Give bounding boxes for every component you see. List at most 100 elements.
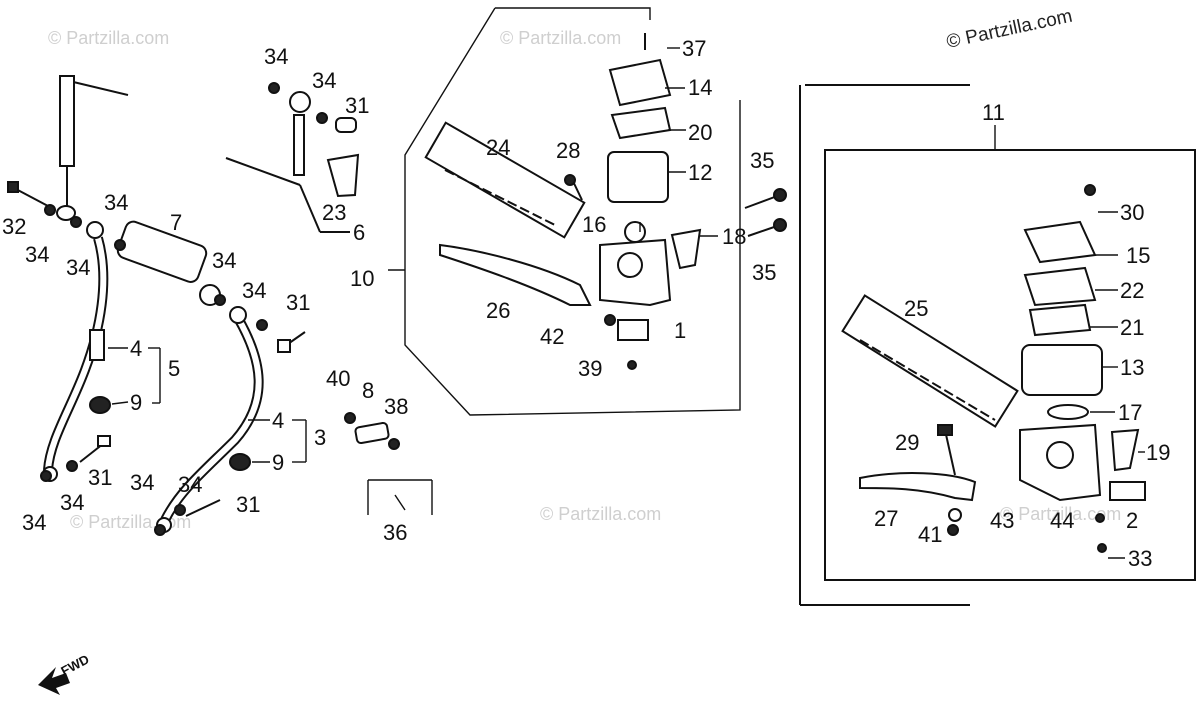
label-43: 43 bbox=[990, 508, 1014, 533]
label-33: 33 bbox=[1128, 546, 1152, 571]
forward-direction-indicator: FWD bbox=[38, 652, 92, 695]
bracket-18 bbox=[670, 228, 702, 270]
label-36: 36 bbox=[383, 520, 407, 545]
hose-clamp-right bbox=[229, 453, 270, 471]
label-9: 9 bbox=[130, 390, 142, 415]
copyright-notice: © Partzilla.com bbox=[945, 6, 1075, 53]
label-35: 35 bbox=[752, 260, 776, 285]
label-10: 10 bbox=[350, 266, 374, 291]
nut-34 bbox=[316, 112, 328, 124]
label-40: 40 bbox=[326, 366, 350, 391]
switch-assembly-6 bbox=[225, 91, 350, 233]
washer bbox=[66, 460, 78, 472]
piston-kit-25 bbox=[841, 294, 1019, 428]
label-21: 21 bbox=[1120, 315, 1144, 340]
label-38: 38 bbox=[384, 394, 408, 419]
label-34: 34 bbox=[104, 190, 128, 215]
reservoir-12 bbox=[607, 151, 669, 203]
label-15: 15 bbox=[1126, 243, 1150, 268]
washer bbox=[70, 216, 82, 228]
washer bbox=[40, 470, 52, 482]
screw-38 bbox=[388, 438, 400, 450]
label-27: 27 bbox=[874, 506, 898, 531]
switch-1 bbox=[617, 319, 649, 341]
watermark: © Partzilla.com bbox=[500, 28, 621, 48]
label-32: 32 bbox=[2, 214, 26, 239]
label-8: 8 bbox=[362, 378, 374, 403]
label-37: 37 bbox=[682, 36, 706, 61]
label-6: 6 bbox=[353, 220, 365, 245]
watermark: © Partzilla.com bbox=[48, 28, 169, 48]
label-31: 31 bbox=[345, 93, 369, 118]
label-4: 4 bbox=[272, 408, 284, 433]
label-34: 34 bbox=[212, 248, 236, 273]
label-12: 12 bbox=[688, 160, 712, 185]
bolt-28 bbox=[564, 174, 583, 201]
label-29: 29 bbox=[895, 430, 919, 455]
brake-lever-27 bbox=[859, 472, 977, 502]
label-16: 16 bbox=[582, 212, 606, 237]
holder-8 bbox=[354, 421, 390, 445]
washer bbox=[44, 204, 56, 216]
label-11: 11 bbox=[982, 100, 1005, 125]
washer bbox=[154, 524, 166, 536]
reservoir-cap-15 bbox=[1023, 220, 1097, 264]
label-31: 31 bbox=[236, 492, 260, 517]
screw-39 bbox=[627, 360, 637, 370]
o-ring-16 bbox=[624, 221, 646, 243]
nut-40 bbox=[344, 412, 356, 424]
hose-right bbox=[156, 306, 264, 533]
label-26: 26 bbox=[486, 298, 510, 323]
master-cylinder-assembly-10 bbox=[388, 7, 741, 416]
screw-33 bbox=[1097, 543, 1107, 553]
label-31: 31 bbox=[88, 465, 112, 490]
o-ring-17 bbox=[1047, 404, 1089, 420]
plate-22 bbox=[1023, 266, 1097, 307]
label-24: 24 bbox=[486, 135, 510, 160]
label-2: 2 bbox=[1126, 508, 1138, 533]
label-7: 7 bbox=[170, 210, 182, 235]
master-cylinder-body bbox=[599, 238, 672, 307]
bolt-31 bbox=[79, 435, 111, 463]
label-42: 42 bbox=[540, 324, 564, 349]
label-34: 34 bbox=[60, 490, 84, 515]
label-41: 41 bbox=[918, 522, 942, 547]
upper-brake-line bbox=[56, 75, 129, 221]
reservoir-cap-14 bbox=[608, 58, 672, 107]
label-34: 34 bbox=[312, 68, 336, 93]
nut-42 bbox=[604, 314, 616, 326]
washer bbox=[214, 294, 226, 306]
nut-41 bbox=[947, 524, 959, 536]
reservoir-13 bbox=[1021, 344, 1103, 396]
brake-joint bbox=[116, 220, 221, 306]
master-cylinder-assembly-11 bbox=[799, 84, 1196, 606]
label-3: 3 bbox=[314, 425, 326, 450]
washer bbox=[256, 319, 268, 331]
label-31: 31 bbox=[286, 290, 310, 315]
bolt-31 bbox=[335, 117, 357, 133]
label-35: 35 bbox=[750, 148, 774, 173]
leader-lines bbox=[108, 47, 1145, 559]
label-25: 25 bbox=[904, 296, 928, 321]
diaphragm-20 bbox=[610, 106, 672, 140]
label-22: 22 bbox=[1120, 278, 1144, 303]
washer-43 bbox=[948, 508, 962, 522]
label-9: 9 bbox=[272, 450, 284, 475]
label-34: 34 bbox=[264, 44, 288, 69]
washer bbox=[174, 504, 186, 516]
bolt-35 bbox=[747, 218, 787, 237]
label-30: 30 bbox=[1120, 200, 1144, 225]
label-34: 34 bbox=[130, 470, 154, 495]
watermark: © Partzilla.com bbox=[540, 504, 661, 524]
master-cylinder-body-lower bbox=[1019, 423, 1102, 502]
label-34: 34 bbox=[22, 510, 46, 535]
label-28: 28 bbox=[556, 138, 580, 163]
bolt-31 bbox=[185, 499, 221, 517]
label-34: 34 bbox=[242, 278, 266, 303]
label-18: 18 bbox=[722, 224, 746, 249]
nut-34 bbox=[268, 82, 280, 94]
label-1: 1 bbox=[674, 318, 686, 343]
label-13: 13 bbox=[1120, 355, 1144, 380]
bracket-19 bbox=[1110, 428, 1140, 472]
